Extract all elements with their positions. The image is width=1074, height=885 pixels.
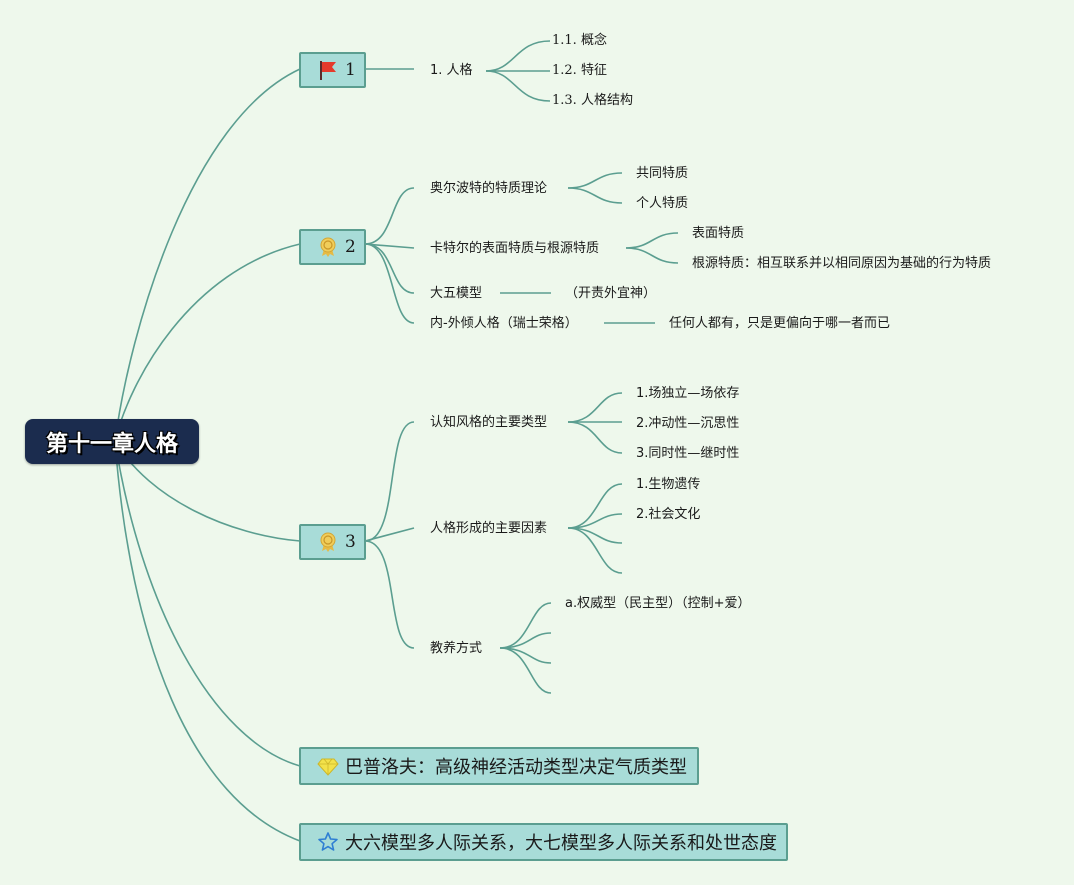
- root-topic[interactable]: 第十一章人格: [25, 419, 199, 464]
- connector-b3-t3-leaf-3: [499, 647, 552, 664]
- connector-root-branch-2: [114, 243, 301, 442]
- leaf-2-4-1[interactable]: 任何人都有，只是更偏向于哪一者而已: [669, 316, 891, 331]
- leaf-1-1-3[interactable]: 1.3. 人格结构: [552, 93, 633, 108]
- leaf-1-1-1[interactable]: 1.1. 概念: [552, 33, 607, 48]
- topic-1-1[interactable]: 1. 人格: [430, 63, 473, 78]
- connector-b3-t1-leaf-1: [567, 392, 623, 423]
- main-topic-5-label: 大六模型多人际关系，大七模型多人际关系和处世态度: [345, 833, 777, 854]
- leaf-3-2-2[interactable]: 2.社会文化: [636, 507, 701, 522]
- leaf-1-1-2[interactable]: 1.2. 特征: [552, 63, 607, 78]
- connector-b3-t2-leaf-4: [567, 527, 623, 574]
- topic-3-3[interactable]: 教养方式: [430, 641, 483, 656]
- leaf-2-2-1[interactable]: 表面特质: [692, 226, 745, 241]
- topic-2-3[interactable]: 大五模型: [430, 286, 483, 301]
- connector-b3-t3-leaf-1: [499, 602, 552, 649]
- connector-b3-t2-leaf-2: [567, 513, 623, 529]
- diamond-icon: [317, 758, 339, 776]
- connector-b1-leaf-3: [485, 70, 551, 102]
- connector-b3-topic-3: [364, 540, 415, 649]
- leaf-3-3-1[interactable]: a.权威型（民主型）（控制+爱）: [565, 596, 751, 611]
- topic-2-2[interactable]: 卡特尔的表面特质与根源特质: [430, 241, 600, 256]
- connector-b2-t2-leaf-1: [625, 232, 679, 249]
- connector-root-branch-5: [114, 440, 301, 842]
- connector-b2-t1-leaf-1: [567, 172, 623, 189]
- star-icon: [318, 832, 338, 851]
- connector-b2-topic-3: [364, 243, 415, 294]
- connector-b3-t3-leaf-2: [499, 632, 552, 649]
- connector-b3-topic-1: [364, 421, 415, 542]
- main-topic-5[interactable]: 大六模型多人际关系，大七模型多人际关系和处世态度: [299, 823, 788, 861]
- leaf-2-2-2[interactable]: 根源特质：相互联系并以相同原因为基础的行为特质: [692, 256, 992, 271]
- main-topic-3-label: 3: [345, 532, 356, 552]
- leaf-2-3-1[interactable]: （开责外宜神）: [565, 286, 657, 301]
- award-badge-icon: [320, 532, 336, 552]
- main-topic-4-label: 巴普洛夫：高级神经活动类型决定气质类型: [345, 757, 687, 778]
- topic-3-2[interactable]: 人格形成的主要因素: [430, 521, 548, 536]
- main-topic-4[interactable]: 巴普洛夫：高级神经活动类型决定气质类型: [299, 747, 699, 785]
- main-topic-2-label: 2: [345, 237, 356, 257]
- award-badge-icon: [320, 237, 336, 257]
- connector-b3-t2-leaf-3: [567, 527, 623, 544]
- connector-b2-topic-4: [364, 243, 415, 324]
- leaf-3-2-1[interactable]: 1.生物遗传: [636, 477, 701, 492]
- connector-b2-topic-1: [364, 187, 415, 245]
- connector-b1-leaf-1: [485, 40, 551, 72]
- topic-2-1[interactable]: 奥尔波特的特质理论: [430, 181, 548, 196]
- topic-3-1[interactable]: 认知风格的主要类型: [430, 415, 548, 430]
- leaf-3-1-3[interactable]: 3.同时性—继时性: [636, 446, 740, 461]
- connector-b2-t2-leaf-2: [625, 247, 679, 264]
- connector-root-branch-1: [114, 68, 301, 442]
- main-topic-1[interactable]: 1: [299, 52, 366, 88]
- connector-b3-t1-leaf-3: [567, 421, 623, 454]
- red-flag-icon: [320, 61, 336, 80]
- connector-b3-t3-leaf-4: [499, 647, 552, 694]
- main-topic-1-label: 1: [345, 60, 356, 80]
- connector-b2-t1-leaf-2: [567, 187, 623, 204]
- main-topic-2[interactable]: 2: [299, 229, 366, 265]
- leaf-3-1-2[interactable]: 2.冲动性—沉思性: [636, 416, 740, 431]
- leaf-2-1-2[interactable]: 个人特质: [636, 196, 689, 211]
- root-topic-label: 第十一章人格: [45, 431, 178, 457]
- leaf-3-1-1[interactable]: 1.场独立—场依存: [636, 386, 740, 401]
- connector-b3-topic-2: [364, 527, 415, 542]
- topic-2-4[interactable]: 内-外倾人格（瑞士荣格）: [430, 316, 578, 331]
- connector-root-branch-4: [114, 440, 301, 767]
- connector-b3-t2-leaf-1: [567, 483, 623, 529]
- leaf-2-1-1[interactable]: 共同特质: [636, 166, 689, 181]
- main-topic-3[interactable]: 3: [299, 524, 366, 560]
